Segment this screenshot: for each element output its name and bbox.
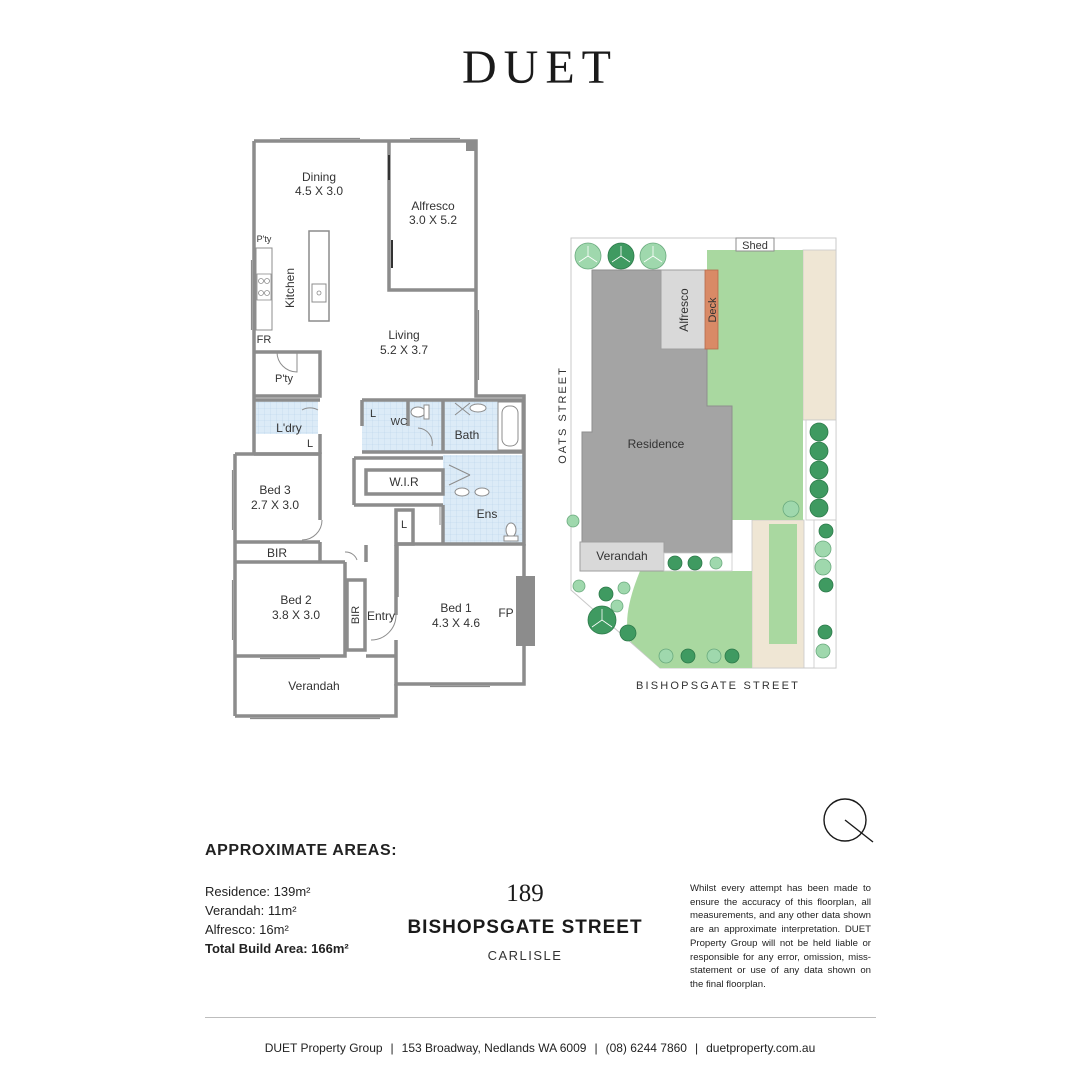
label-entry: Entry: [367, 609, 395, 623]
label-laundry: L'dry: [276, 421, 302, 435]
label-bir-bed2: BIR: [350, 606, 362, 624]
area-residence: Residence: 139m²: [205, 884, 311, 899]
footer-divider: [205, 1017, 876, 1018]
label-kitchen: Kitchen: [283, 268, 297, 308]
stove-icon: [256, 273, 272, 301]
label-pantry: P'ty: [275, 373, 293, 385]
wall-bed3: [233, 452, 322, 716]
fireplace-block: [516, 576, 535, 646]
bath-icon: [497, 401, 523, 451]
wall-bir2: [345, 578, 367, 652]
label-linen-laundry: L: [307, 438, 313, 450]
label-fireplace: FP: [498, 606, 513, 620]
footer: DUET Property Group|153 Broadway, Nedlan…: [264, 1041, 816, 1055]
label-bed3-size: 2.7 X 3.0: [251, 498, 299, 512]
wall-wc-bath: [360, 398, 524, 454]
label-ensuite: Ens: [477, 507, 498, 521]
footer-phone[interactable]: (08) 6244 7860: [605, 1041, 687, 1055]
wall-alfresco: [387, 141, 476, 292]
sink-icon: [311, 283, 327, 303]
label-fridge: FR: [257, 334, 272, 346]
kitchen-bench: [255, 247, 273, 331]
wall-verandah: [235, 684, 398, 718]
label-wir: W.I.R: [389, 475, 419, 489]
paving-side: [802, 249, 837, 421]
lawn-strip: [769, 524, 797, 644]
label-bed1: Bed 1: [440, 601, 472, 615]
label-bir-bed3: BIR: [267, 546, 287, 560]
label-alfresco-size: 3.0 X 5.2: [409, 213, 457, 227]
address-street: BISHOPSGATE STREET: [407, 917, 643, 938]
site-deck: [704, 269, 719, 350]
area-alfresco: Alfresco: 16m²: [205, 922, 289, 937]
label-linen-wir: L: [401, 519, 407, 531]
lawn-front: [627, 571, 752, 668]
wall-bed2: [235, 562, 347, 658]
footer-company: DUET Property Group: [264, 1041, 383, 1055]
wall-bir3: [235, 540, 345, 564]
site-shed: [735, 237, 775, 252]
floorplan: Dining 4.5 X 3.0 Alfresco 3.0 X 5.2 Livi…: [231, 137, 535, 720]
label-dining-size: 4.5 X 3.0: [295, 184, 343, 198]
site-label-alfresco: Alfresco: [677, 288, 691, 332]
site-label-deck: Deck: [707, 297, 719, 323]
tree-icon: [566, 242, 834, 664]
footer-website[interactable]: duetproperty.com.au: [706, 1041, 816, 1055]
label-bed1-size: 4.3 X 4.6: [432, 616, 480, 630]
label-bed2-size: 3.8 X 3.0: [272, 608, 320, 622]
wall-pantry: [254, 350, 322, 398]
wall-linen: [394, 508, 415, 546]
label-bed2: Bed 2: [280, 593, 312, 607]
kitchen-island: [308, 230, 330, 322]
door-swing-icon: [276, 351, 298, 373]
brand-logo: DUET: [462, 41, 618, 94]
address-suburb: CARLISLE: [487, 948, 563, 963]
disclaimer-text: Whilst every attempt has been made to en…: [690, 883, 871, 990]
corner-post: [466, 141, 476, 151]
site-alfresco: [660, 269, 708, 350]
areas-list: Residence: 139m² Verandah: 11m² Alfresco…: [205, 882, 349, 958]
label-bed3: Bed 3: [259, 483, 291, 497]
site-label-verandah: Verandah: [596, 549, 647, 563]
label-verandah: Verandah: [288, 679, 339, 693]
label-dining: Dining: [302, 170, 336, 184]
wall-wir: [352, 456, 445, 507]
address-number: 189: [506, 880, 544, 907]
label-bath: Bath: [455, 428, 480, 442]
label-alfresco: Alfresco: [411, 199, 455, 213]
north-compass-icon: [823, 798, 874, 843]
street-label-bishopsgate: BISHOPSGATE STREET: [636, 680, 800, 692]
label-linen-wc: L: [370, 408, 376, 420]
label-pantry-top: P'ty: [257, 234, 272, 244]
label-living-size: 5.2 X 3.7: [380, 343, 428, 357]
label-wc: WC: [391, 417, 408, 428]
area-total: Total Build Area: 166m²: [205, 941, 349, 956]
site-label-residence: Residence: [628, 437, 685, 451]
laundry-floor: [256, 400, 318, 434]
siteplan: Shed Residence Verandah Alfresco Deck OA…: [557, 237, 837, 692]
site-label-shed: Shed: [742, 240, 768, 252]
label-living: Living: [388, 328, 419, 342]
street-label-oats: OATS STREET: [557, 366, 569, 464]
toilet-icon: [410, 404, 519, 542]
area-verandah: Verandah: 11m²: [205, 903, 297, 918]
footer-address: 153 Broadway, Nedlands WA 6009: [401, 1041, 587, 1055]
areas-title: APPROXIMATE AREAS:: [205, 842, 398, 859]
site-verandah: [579, 541, 665, 572]
